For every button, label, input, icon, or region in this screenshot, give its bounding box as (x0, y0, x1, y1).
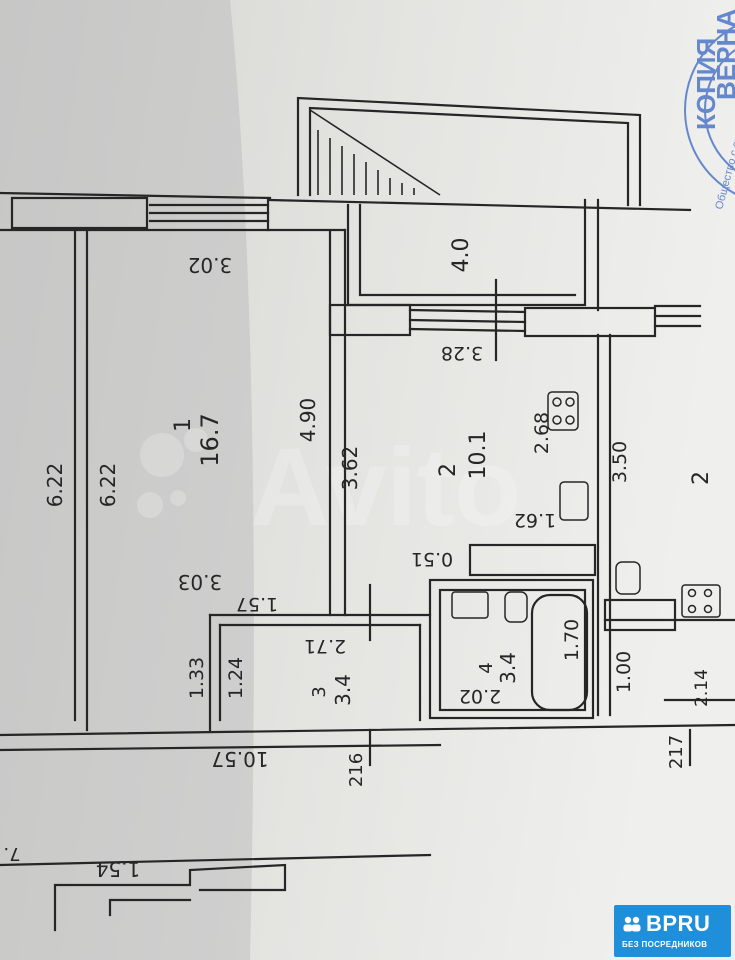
dim-stair-cut: 7. (3, 843, 20, 864)
watermark-text: Avito (250, 426, 521, 549)
dim-kitchen-width: 3.28 (441, 342, 483, 364)
dim-living-top: 3.02 (188, 253, 233, 277)
dim-living-bottom: 3.03 (178, 570, 223, 594)
dim-kitchen-right: 3.50 (609, 441, 631, 483)
room-bath-number: 4 (476, 662, 497, 673)
room-wc-number: 3 (309, 686, 330, 697)
dim-left-outer: 6.22 (43, 463, 67, 508)
window-frame (408, 318, 527, 324)
dim-right-small-height: 1.00 (613, 651, 635, 693)
badge-tagline: БЕЗ ПОСРЕДНИКОВ (622, 940, 708, 949)
bathtub (530, 593, 589, 712)
dim-left-inner: 6.22 (96, 463, 120, 508)
dim-bath-height: 1.70 (561, 619, 583, 661)
stamp-true-text: ВЕРНА (711, 9, 735, 100)
dim-stair-length: 1.54 (96, 857, 141, 881)
dim-corridor: 3.62 (338, 446, 362, 491)
window-frame (408, 327, 527, 333)
wall-block (603, 598, 677, 632)
dim-hall-depth: 2.71 (304, 635, 346, 657)
dim-bottom-left-mark: 216 (346, 753, 367, 787)
dim-niche: 0.51 (411, 548, 453, 570)
washbasin-icon (451, 591, 489, 619)
wall-block (523, 306, 657, 338)
people-icon (623, 916, 641, 932)
wall-line (0, 723, 735, 737)
window-frame (408, 308, 527, 314)
stair-hatch (309, 109, 441, 196)
dim-bottom-right-mark: 217 (666, 735, 687, 769)
dim-bottom-total: 10.57 (211, 747, 268, 771)
toilet-icon (504, 591, 528, 623)
room-bath-area: 3.4 (496, 652, 520, 684)
bathroom-box (428, 578, 595, 720)
stair-outline (53, 863, 287, 932)
bathroom-box (438, 588, 587, 712)
sink-icon (559, 481, 589, 521)
wall-line (268, 198, 692, 212)
balcony-outline (296, 96, 642, 207)
dim-living-right: 4.90 (296, 398, 320, 443)
loggia-outline (358, 203, 577, 297)
balcony-outline (308, 106, 630, 207)
room-wc-area: 3.4 (331, 674, 355, 706)
notary-stamp: КОПИЯ ВЕРНА Общество с ограниченной (684, 9, 735, 211)
room-living-number: 1 (171, 418, 196, 432)
room-kitchen-area: 10.1 (466, 431, 491, 480)
dim-wc-outer: 1.33 (186, 657, 208, 699)
dim-right-small-width: 2.14 (692, 669, 712, 707)
stove-icon (681, 584, 721, 618)
stove-icon (547, 391, 579, 431)
stair-outline (108, 898, 192, 917)
room-kitchen-number: 2 (436, 463, 461, 477)
dim-hall-width: 1.57 (236, 593, 278, 615)
washbasin-icon (615, 561, 641, 595)
stamp-copy-text: КОПИЯ (691, 38, 721, 130)
dim-kitchen-depth: 1.62 (514, 509, 556, 531)
wall-line (0, 191, 272, 200)
loggia-outline (346, 198, 587, 307)
room-living-area: 16.7 (196, 413, 224, 466)
room-loggia-area: 4.0 (449, 238, 474, 273)
window-left (10, 196, 149, 230)
dim-line (0, 853, 432, 867)
fixtures (451, 391, 721, 623)
dim-kitchen-height: 2.68 (531, 412, 553, 454)
room-right-number: 2 (689, 471, 714, 485)
bpru-badge: BPRU БЕЗ ПОСРЕДНИКОВ (614, 905, 731, 957)
dim-bath-width: 2.02 (459, 685, 501, 707)
watermark-logo: Avito (137, 426, 521, 549)
wall-line (0, 743, 442, 752)
badge-brand: BPRU (646, 911, 711, 936)
dim-wc-inner: 1.24 (225, 657, 247, 699)
niche (468, 543, 597, 577)
